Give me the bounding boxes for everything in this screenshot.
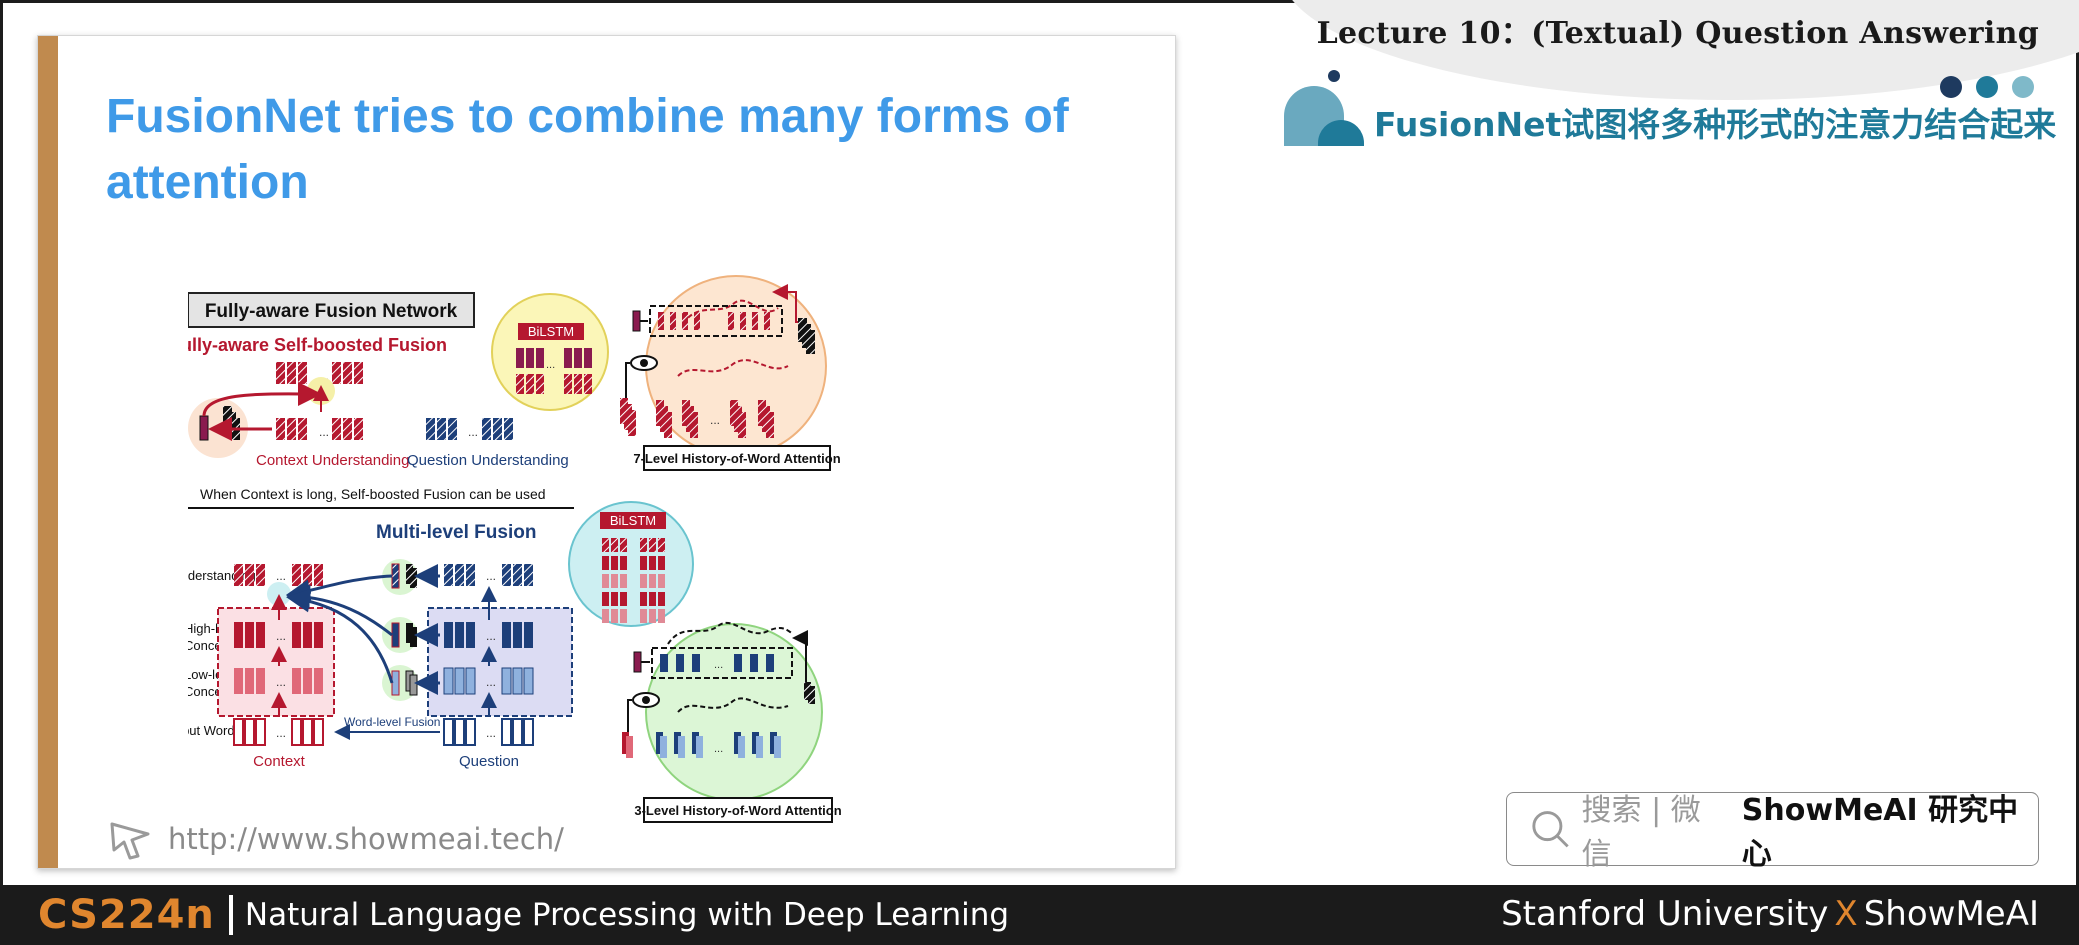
svg-text:7-Level History-of-Word Attent: 7-Level History-of-Word Attention <box>633 451 840 466</box>
svg-text:BiLSTM: BiLSTM <box>528 324 574 339</box>
slide-panel: FusionNet tries to combine many forms of… <box>37 35 1176 869</box>
svg-text:3-Level History-of-Word Attent: 3-Level History-of-Word Attention <box>634 803 841 818</box>
question-understanding-label: Question Understanding <box>407 452 569 469</box>
slide-title: FusionNet tries to combine many forms of… <box>106 90 1069 209</box>
dot-icon <box>1976 76 1998 98</box>
fusionnet-figure: Fully-aware Fusion Network Fully-aware S… <box>188 275 842 823</box>
svg-text:...: ... <box>468 425 478 439</box>
course-name: Natural Language Processing with Deep Le… <box>244 897 1010 933</box>
context-understanding-row: ... <box>276 418 363 440</box>
slide-accent-bar <box>38 36 58 868</box>
svg-text:...: ... <box>276 629 286 643</box>
three-level-circle: ... ... <box>622 621 823 801</box>
svg-text:BiLSTM: BiLSTM <box>610 513 656 528</box>
three-level-label: 3-Level History-of-Word Attention <box>634 797 842 823</box>
svg-text:...: ... <box>319 369 329 383</box>
question-understanding-multi: ... <box>444 564 533 586</box>
context-high-level: ... <box>234 622 323 648</box>
svg-text:...: ... <box>714 743 723 755</box>
chinese-title: FusionNet试图将多种形式的注意力结合起来 <box>1374 105 2057 144</box>
university-name: Stanford University <box>1501 894 1829 934</box>
svg-text:Fully-aware Fusion Network: Fully-aware Fusion Network <box>205 301 458 322</box>
question-low-level: ... <box>443 667 534 695</box>
bilstm-circle-top: BiLSTM ... <box>491 293 609 411</box>
showmeai-link[interactable]: http://www.showmeai.tech/ <box>108 818 564 860</box>
svg-text:...: ... <box>486 726 496 740</box>
long-context-note: When Context is long, Self-boosted Fusio… <box>200 486 546 502</box>
svg-text:...: ... <box>276 675 286 689</box>
url-text[interactable]: http://www.showmeai.tech/ <box>168 822 564 856</box>
context-low-level: ... <box>234 668 323 694</box>
dot-icon <box>2012 76 2034 98</box>
self-boosted-top-row: ... <box>276 362 363 384</box>
svg-text:...: ... <box>276 726 286 740</box>
fully-aware-title-box: Fully-aware Fusion Network <box>188 292 475 328</box>
question-label: Question <box>459 753 519 770</box>
svg-text:...: ... <box>319 425 329 439</box>
context-understanding-label: Context Understanding <box>256 452 409 469</box>
self-boosted-label: Fully-aware Self-boosted Fusion <box>188 335 447 355</box>
word-level-fusion-label: Word-level Fusion <box>344 715 440 729</box>
decorative-dots <box>1940 76 2034 98</box>
svg-text:...: ... <box>276 569 286 583</box>
showmeai-emblem-icon <box>1284 86 1364 146</box>
small-dot-icon <box>1328 70 1340 82</box>
context-label: Context <box>253 753 306 770</box>
seven-level-circle: ... <box>620 275 827 457</box>
search-brand: ShowMeAI 研究中心 <box>1741 793 2019 872</box>
bilstm-circle-mid: BiLSTM <box>568 501 694 627</box>
context-input-words: ... <box>233 718 324 746</box>
svg-text:...: ... <box>546 359 555 371</box>
svg-text:...: ... <box>486 629 496 643</box>
dot-icon <box>1940 76 1962 98</box>
course-code: CS224n <box>38 892 215 938</box>
question-high-level: ... <box>444 622 533 648</box>
svg-text:...: ... <box>486 569 496 583</box>
svg-text:...: ... <box>486 675 496 689</box>
svg-text:: Input Word: : Input Word <box>188 723 235 738</box>
search-box[interactable]: 搜索 | 微信 ShowMeAI 研究中心 <box>1506 792 2039 872</box>
svg-text:...: ... <box>714 659 723 671</box>
question-input-words: ... <box>443 718 534 746</box>
seven-level-label: 7-Level History-of-Word Attention <box>633 445 841 471</box>
question-understanding-row: ... <box>426 418 513 440</box>
svg-text:...: ... <box>710 413 720 427</box>
cross-mark: X <box>1834 894 1858 934</box>
search-icon <box>1532 811 1569 848</box>
multi-level-label: Multi-level Fusion <box>376 522 536 543</box>
cursor-arrow-icon <box>110 822 150 860</box>
search-hint: 搜索 | 微信 <box>1581 793 1701 872</box>
lecture-title: Lecture 10：(Textual) Question Answering <box>1316 16 2039 51</box>
brand-name: ShowMeAI <box>1863 894 2039 934</box>
footer-bar: CS224n Natural Language Processing with … <box>0 885 2079 945</box>
footer-separator <box>228 895 233 935</box>
